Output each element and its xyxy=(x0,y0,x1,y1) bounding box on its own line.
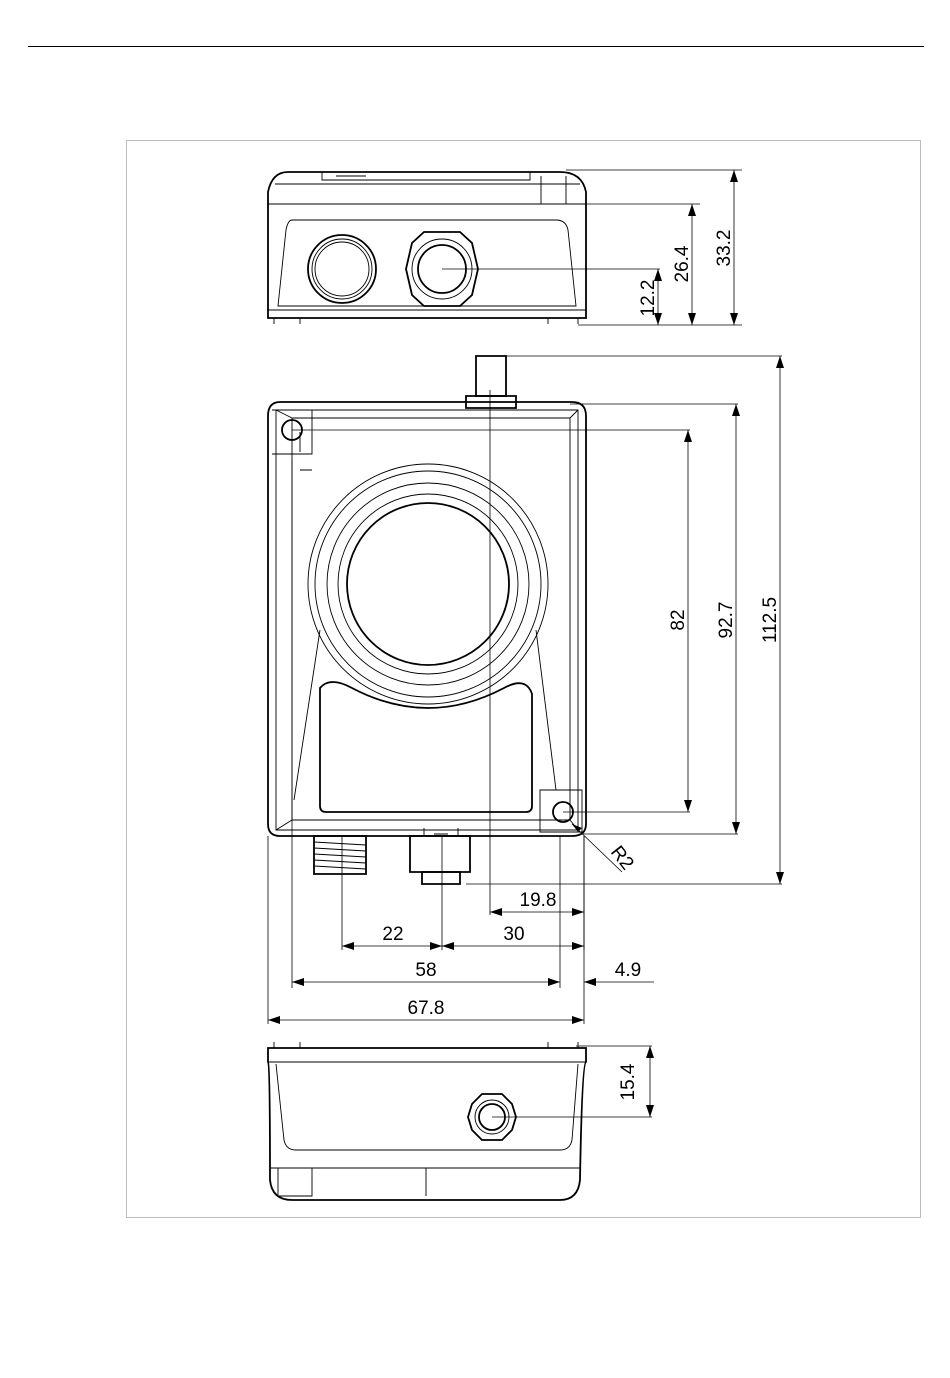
dim-connector-offset: 19.8 xyxy=(520,890,557,911)
dim-front-upper-height: 26.4 xyxy=(672,245,693,282)
dim-port-spacing: 22 xyxy=(382,924,403,945)
front-view xyxy=(268,170,742,325)
dim-body-width: 67.8 xyxy=(408,998,445,1019)
dim-hole-edge-offset: 4.9 xyxy=(615,960,641,981)
bottom-view xyxy=(268,1042,652,1200)
dimensions: 33.2 26.4 12.2 112.5 92.7 82 R2 19.8 xyxy=(268,170,784,1117)
dim-port-to-edge: 30 xyxy=(503,924,524,945)
main-view xyxy=(268,356,782,1024)
dim-front-total-height: 33.2 xyxy=(714,230,735,267)
dim-bottom-port-height: 15.4 xyxy=(618,1063,639,1100)
dim-hole-spacing-vertical: 82 xyxy=(668,609,689,630)
dim-overall-height: 112.5 xyxy=(760,597,781,643)
gland-connector xyxy=(410,828,470,884)
dim-body-height: 92.7 xyxy=(716,602,737,639)
dim-front-port-height: 12.2 xyxy=(638,280,659,317)
dim-corner-radius: R2 xyxy=(606,842,638,874)
port-left xyxy=(308,235,376,303)
m12-connector xyxy=(314,836,366,874)
dim-hole-spacing-horizontal: 58 xyxy=(415,960,436,981)
